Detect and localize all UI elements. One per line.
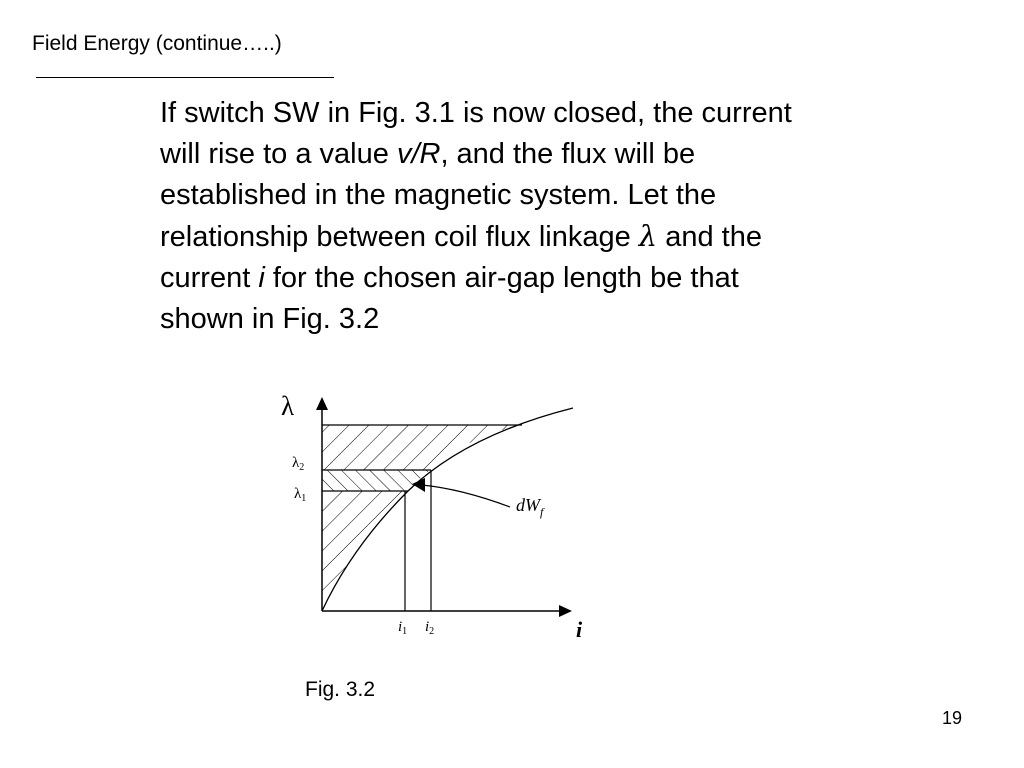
title-underline: [36, 77, 334, 78]
y-axis-arrowhead: [316, 397, 328, 410]
dwf-subscript: f: [540, 505, 545, 519]
body-line-3: established in the magnetic system. Let …: [160, 179, 717, 211]
magnetization-curve: [321, 407, 574, 612]
lambda2-subscript: 2: [299, 462, 304, 473]
body-line-4: relationship between coil flux linkage λ…: [160, 216, 940, 258]
body-line-4-part-a: relationship between coil flux linkage: [160, 221, 639, 253]
body-line-2: will rise to a value v/R, and the flux w…: [160, 134, 940, 175]
lambda-i-diagram: λ i λ2 λ1 i1 i2 dWf: [270, 385, 600, 650]
i2-symbol: i: [425, 619, 429, 635]
i2-subscript: 2: [429, 626, 434, 637]
body-paragraph: If switch SW in Fig. 3.1 is now closed, …: [160, 93, 940, 340]
body-line-5-part-c: for the chosen air-gap length be that: [264, 262, 739, 294]
dwf-strip-hatch: [322, 470, 430, 491]
body-line-2-vr: v/R: [396, 138, 441, 170]
lambda2-symbol: λ: [292, 455, 300, 471]
lambda2-tick-label: λ2: [292, 455, 304, 473]
body-line-4-lambda: λ: [638, 219, 658, 253]
lambda1-tick-label: λ1: [294, 486, 306, 504]
lambda1-symbol: λ: [294, 486, 302, 502]
body-line-2-part-a: will rise to a value: [160, 138, 397, 170]
i2-tick-label: i2: [425, 619, 434, 637]
dwf-label: dWf: [516, 495, 545, 519]
body-line-5-i: i: [258, 262, 265, 294]
i1-subscript: 1: [402, 626, 407, 637]
body-line-4-part-c: and the: [657, 221, 763, 253]
page-number: 19: [942, 708, 963, 728]
body-line-2-part-c: , and the flux will be: [440, 138, 696, 170]
x-axis-label: i: [576, 617, 583, 642]
i1-symbol: i: [398, 619, 402, 635]
upper-energy-hatch: [322, 425, 522, 470]
slide-title: Field Energy (continue…..): [32, 32, 282, 55]
body-line-1: If switch SW in Fig. 3.1 is now closed, …: [160, 97, 792, 129]
body-line-5: current i for the chosen air-gap length …: [160, 258, 940, 299]
dwf-main: dW: [516, 495, 542, 515]
lambda-i-svg: λ i λ2 λ1 i1 i2 dWf: [281, 391, 583, 642]
dwf-pointer-arrowhead: [412, 478, 425, 492]
body-line-6: shown in Fig. 3.2: [160, 303, 380, 335]
lower-coenergy-hatch: [322, 491, 408, 611]
y-axis-label: λ: [281, 391, 294, 421]
dwf-pointer-line: [421, 484, 511, 508]
body-line-5-part-a: current: [160, 262, 259, 294]
lambda1-subscript: 1: [301, 493, 306, 504]
figure-caption: Fig. 3.2: [305, 678, 376, 701]
i1-tick-label: i1: [398, 619, 407, 637]
x-axis-arrowhead: [559, 605, 572, 617]
